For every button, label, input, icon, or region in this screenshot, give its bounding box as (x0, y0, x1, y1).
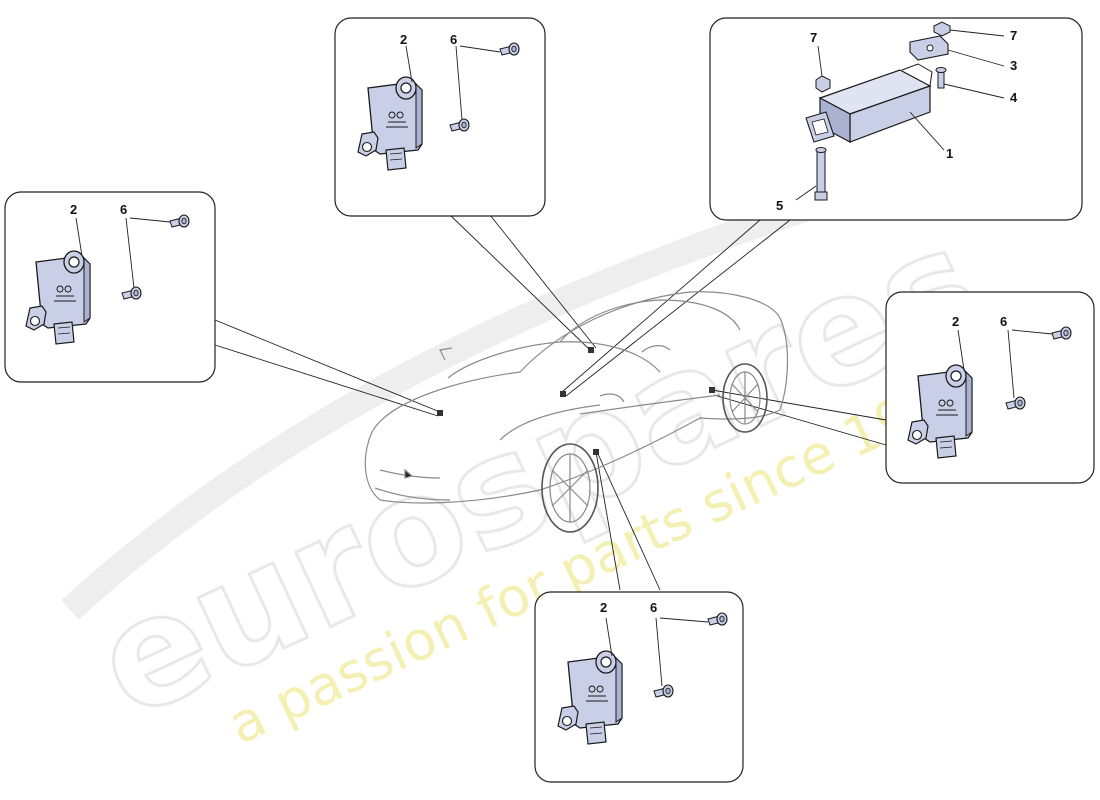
callout-7-right: 7 (1010, 28, 1017, 43)
callout-2-top-left: 2 (400, 32, 407, 47)
detail-box-right: 2 6 (885, 291, 1095, 484)
callout-1: 1 (946, 146, 953, 161)
callout-5: 5 (776, 198, 783, 213)
control-module (805, 63, 933, 143)
detail-box-top-left: 2 6 (334, 17, 546, 217)
detail-box-left: 2 6 (4, 191, 216, 383)
callout-6-top-left: 6 (450, 32, 457, 47)
callout-6-left: 6 (120, 202, 127, 217)
callout-2-left: 2 (70, 202, 77, 217)
callout-2-bottom: 2 (600, 600, 607, 615)
callout-2-right: 2 (952, 314, 959, 329)
callout-4: 4 (1010, 90, 1018, 105)
car-outline (364, 291, 789, 533)
leader-lines (214, 214, 887, 591)
callout-6-right: 6 (1000, 314, 1007, 329)
callout-7-left: 7 (810, 30, 817, 45)
callout-6-bottom: 6 (650, 600, 657, 615)
detail-box-bottom: 2 6 (534, 591, 744, 783)
callout-3: 3 (1010, 58, 1017, 73)
car-sensor-markers (437, 347, 715, 455)
detail-box-top-right: 7 7 3 4 1 5 (709, 17, 1083, 221)
